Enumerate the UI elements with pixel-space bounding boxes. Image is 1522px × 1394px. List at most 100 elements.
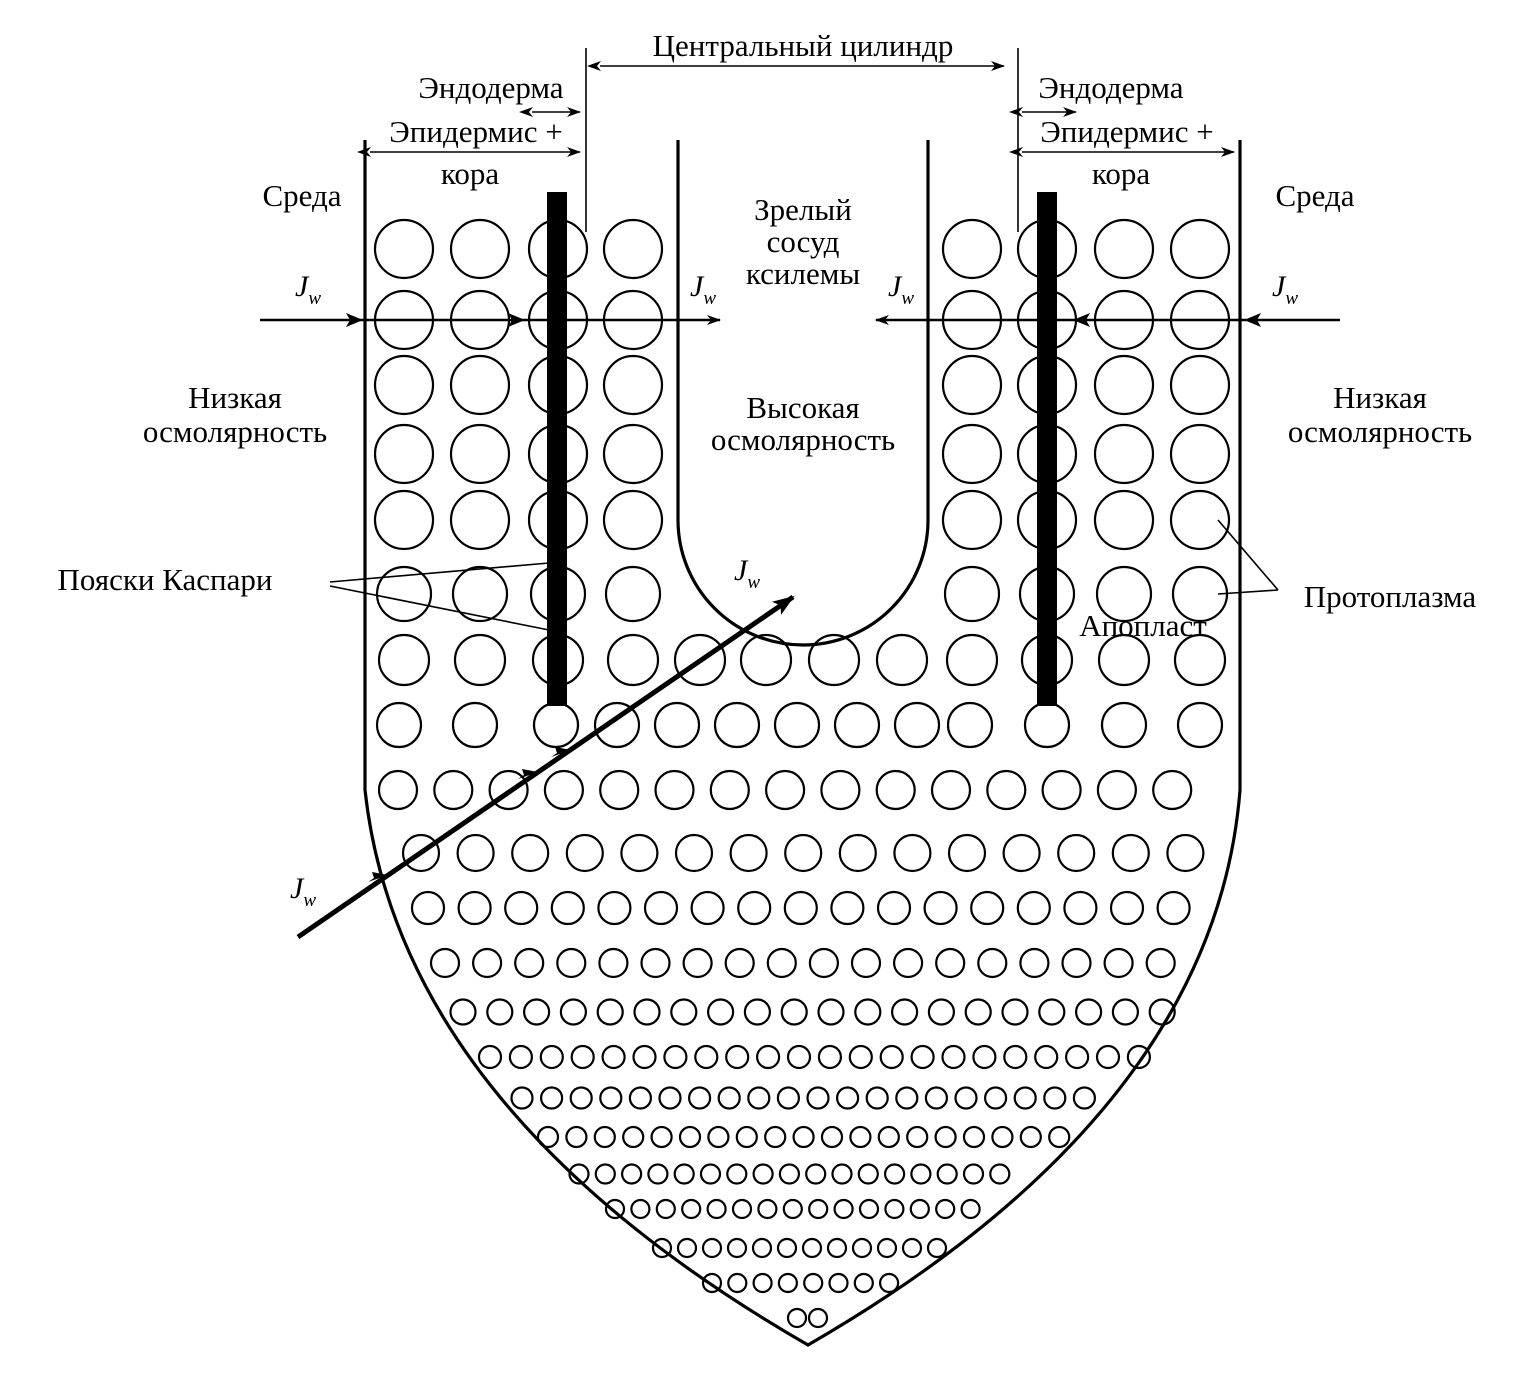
cell — [764, 1125, 787, 1149]
cell — [622, 1125, 645, 1149]
cell — [828, 1272, 849, 1294]
cell — [833, 1198, 854, 1220]
cell — [909, 1198, 930, 1220]
cell — [598, 947, 629, 979]
cell — [1019, 1125, 1042, 1149]
cell — [833, 701, 881, 749]
cell — [511, 833, 550, 873]
cell — [1095, 565, 1153, 623]
cell — [1063, 890, 1098, 926]
flow-arrowhead-right-outer — [1244, 313, 1261, 327]
cell — [410, 890, 446, 926]
cell — [694, 1044, 719, 1070]
cell — [522, 998, 551, 1026]
cell — [764, 769, 806, 811]
cell — [731, 1198, 753, 1220]
cell — [1111, 998, 1140, 1026]
cell — [527, 489, 589, 551]
cell — [449, 218, 511, 280]
cell — [1002, 833, 1041, 873]
low-osmolarity-left-1: Низкая — [188, 380, 282, 415]
cell — [1016, 423, 1078, 485]
low-osmolarity-right-1: Низкая — [1333, 380, 1427, 415]
cell — [488, 769, 529, 811]
cell — [820, 769, 861, 811]
cell — [947, 833, 987, 873]
cell — [602, 423, 664, 485]
cell — [858, 1198, 880, 1220]
low-osmolarity-right-2: осмолярность — [1288, 414, 1472, 449]
cell — [851, 1237, 873, 1259]
cell — [1074, 998, 1103, 1026]
cell — [1016, 218, 1078, 280]
flux-label-xylem-left: Jw — [690, 270, 716, 309]
medium-label-left: Среда — [262, 178, 341, 213]
cell — [1093, 489, 1155, 551]
cell — [565, 833, 604, 873]
cell — [972, 1044, 997, 1070]
cell — [875, 633, 929, 687]
cell — [676, 1237, 698, 1259]
cell — [875, 769, 916, 811]
cell — [895, 1086, 919, 1110]
cell — [776, 1086, 801, 1110]
cell — [927, 998, 956, 1026]
cell — [1038, 998, 1066, 1026]
low-osmolarity-left-2: осмолярность — [143, 414, 327, 449]
cell — [817, 998, 845, 1026]
cell — [865, 1086, 889, 1110]
epidermis-label-left: Эпидермис + — [389, 114, 562, 149]
medium-label-right: Среда — [1275, 178, 1354, 213]
cell — [457, 890, 492, 926]
cell — [472, 947, 503, 979]
cell — [701, 1272, 723, 1294]
apoplast-label: Апопласт — [1079, 608, 1207, 643]
cell — [375, 565, 433, 623]
flow-arrow-diagonal — [296, 594, 795, 940]
cell — [883, 1163, 906, 1185]
cell — [941, 423, 1003, 485]
cell — [620, 1163, 643, 1185]
cell — [743, 998, 772, 1026]
cell — [653, 701, 701, 749]
cell — [1064, 1044, 1090, 1070]
cell — [687, 1086, 712, 1110]
cell — [752, 1272, 773, 1294]
cell — [964, 998, 992, 1026]
cell — [826, 1237, 848, 1259]
cell — [991, 1125, 1014, 1149]
cell — [628, 1086, 653, 1110]
cell — [1034, 1044, 1059, 1070]
cell — [449, 998, 477, 1026]
cell — [433, 769, 474, 811]
cell — [713, 701, 761, 749]
cell — [1176, 701, 1224, 749]
cell — [817, 1044, 843, 1070]
cell — [556, 947, 587, 979]
cell — [1156, 890, 1191, 926]
cell — [529, 565, 587, 623]
cell — [640, 947, 671, 979]
cell — [1145, 947, 1176, 979]
cell — [808, 1198, 829, 1220]
cell — [901, 1237, 923, 1259]
cell — [1093, 354, 1155, 416]
cell — [504, 890, 539, 926]
cell — [569, 1086, 593, 1110]
cell — [477, 1044, 503, 1070]
cell — [906, 1125, 929, 1149]
casparian-leader-2 — [329, 585, 550, 631]
cell — [1001, 998, 1029, 1026]
cell — [776, 1237, 798, 1259]
cell — [977, 947, 1008, 979]
cell — [876, 1237, 898, 1259]
cell — [1109, 890, 1145, 926]
cell — [673, 1163, 695, 1185]
cell — [835, 1086, 860, 1110]
cell — [801, 1237, 823, 1259]
cell — [739, 633, 793, 687]
cell — [543, 769, 585, 811]
epidermis-label-right: Эпидермис + — [1040, 114, 1213, 149]
cell — [1169, 218, 1231, 280]
cell — [531, 633, 585, 687]
